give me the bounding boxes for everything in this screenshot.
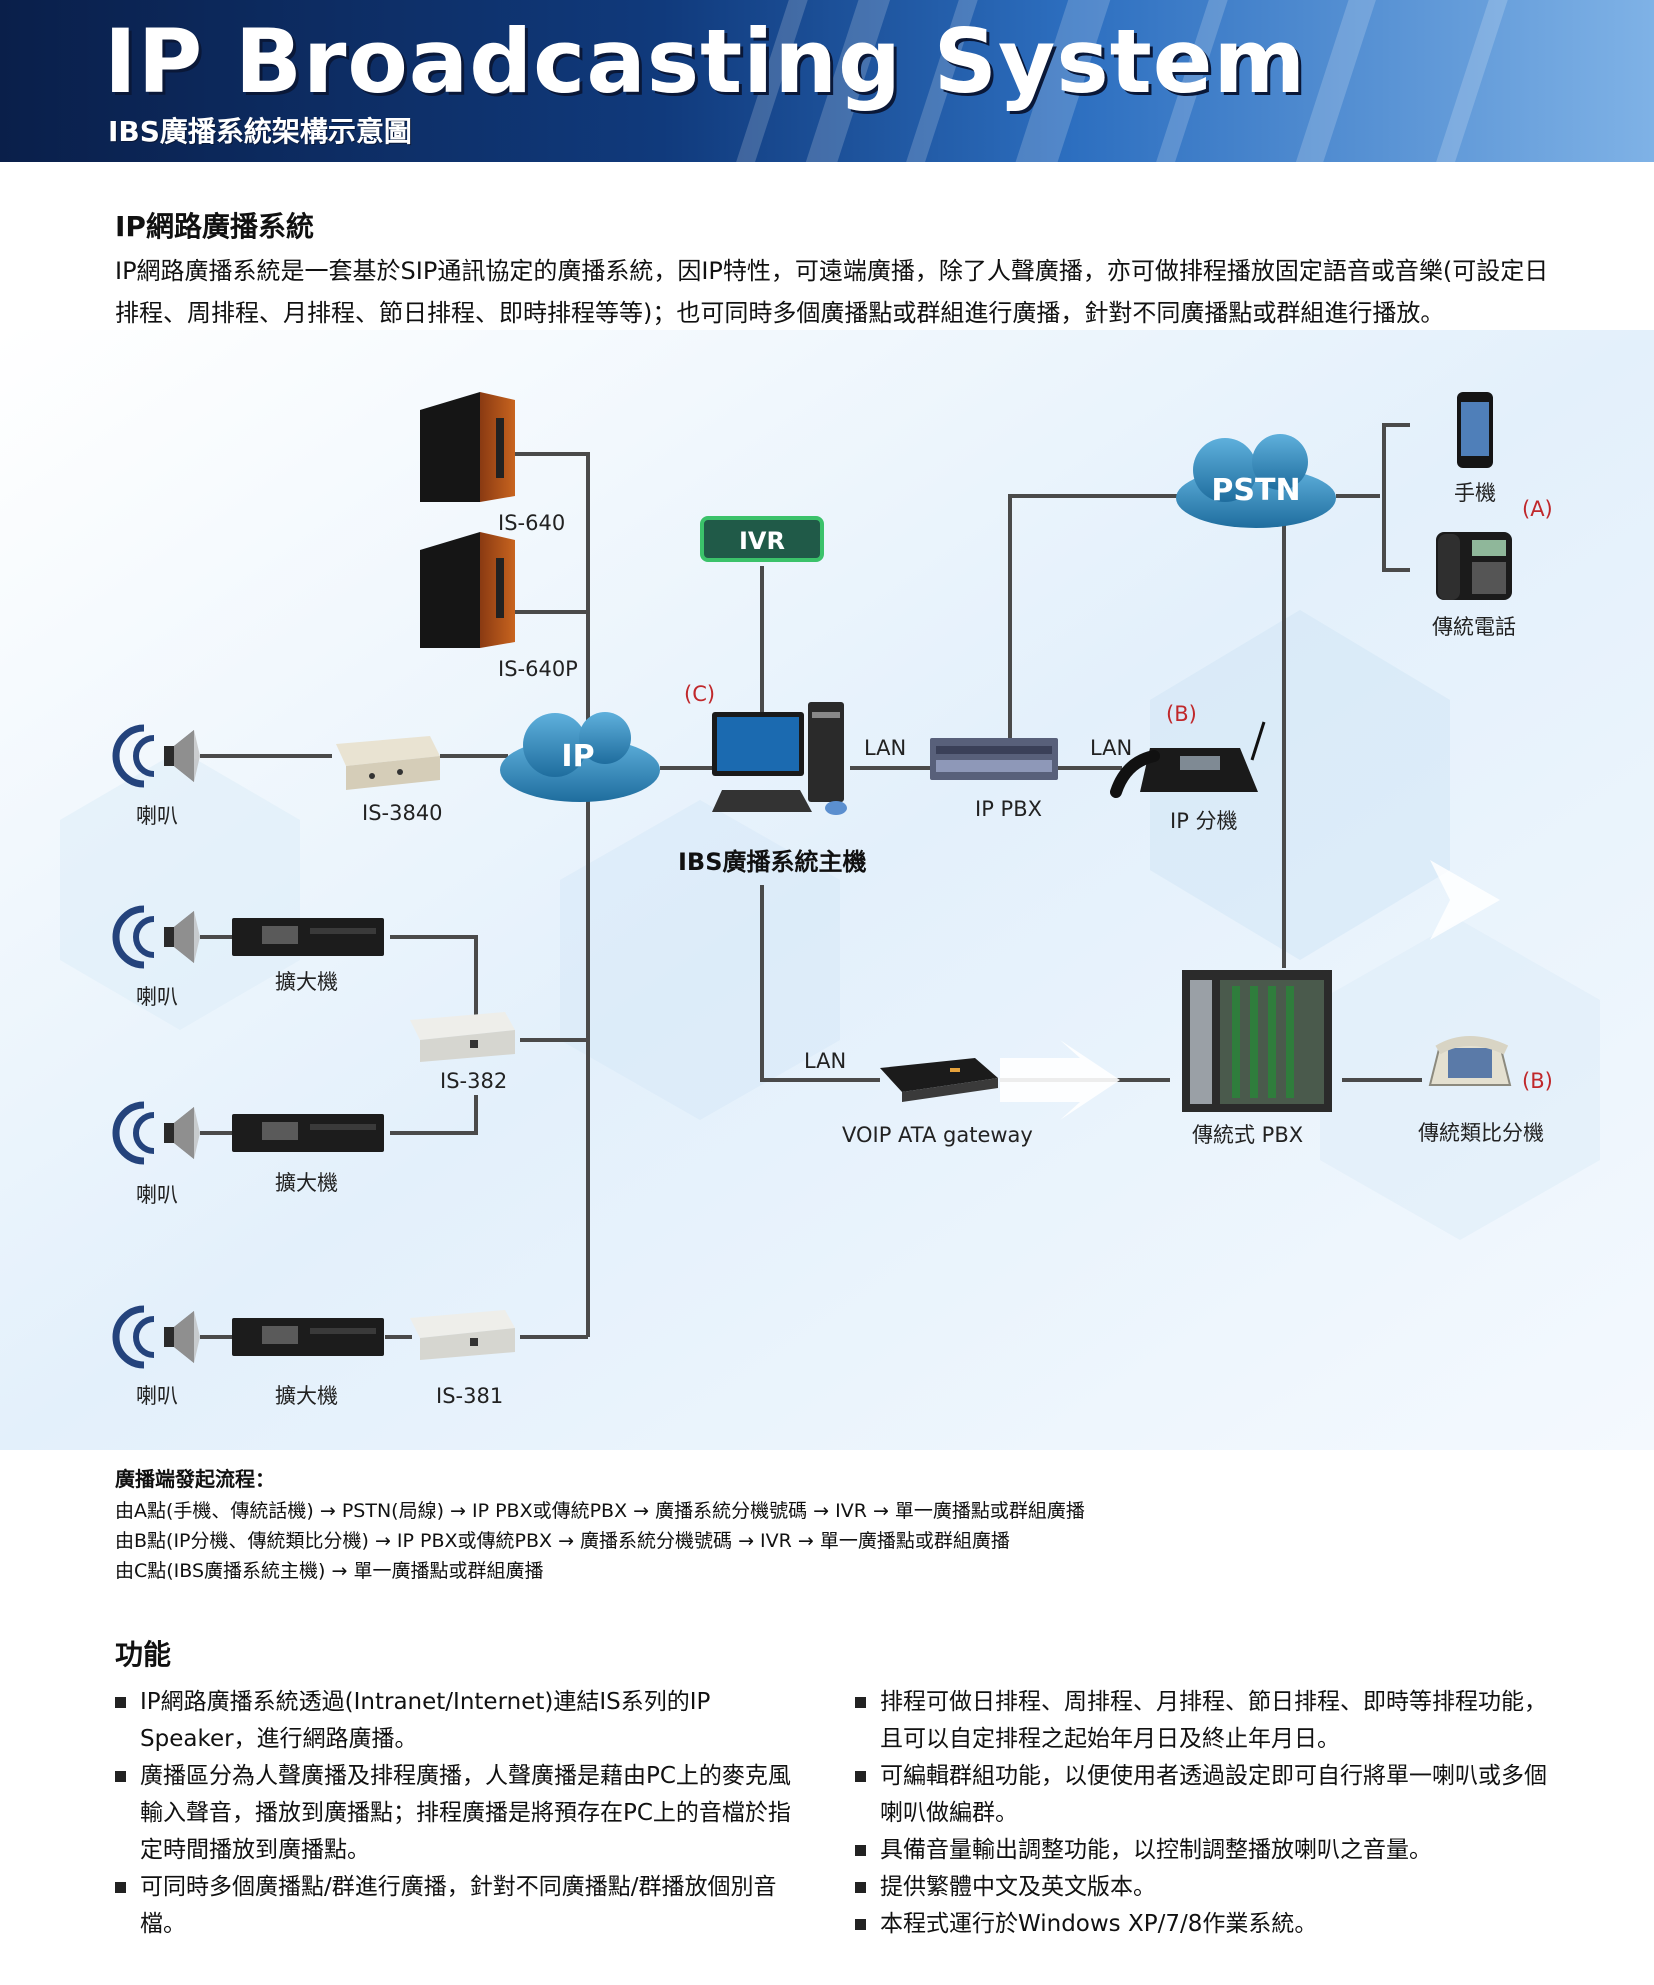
- feature-item: 廣播區分為人聲廣播及排程廣播，人聲廣播是藉由PC上的麥克風輸入聲音，播放到廣播點…: [115, 1758, 805, 1869]
- label-mobile: 手機: [1454, 481, 1496, 505]
- amplifier-icon: [232, 1114, 384, 1152]
- page-subtitle: IBS廣播系統架構示意圖: [108, 115, 412, 148]
- analog-phone-icon: [1428, 1036, 1512, 1086]
- is3840-device-icon: [336, 736, 440, 790]
- computer-icon: [712, 702, 847, 815]
- page-title: IP Broadcasting System: [104, 10, 1307, 113]
- pstn-cloud-icon: [1176, 434, 1336, 528]
- arrow-icon: [1000, 1040, 1120, 1120]
- ip-cloud-icon: [500, 712, 660, 802]
- arrow-decoration: [1430, 860, 1500, 940]
- feature-item: 提供繁體中文及英文版本。: [855, 1869, 1555, 1906]
- voip-ata-icon: [880, 1058, 998, 1102]
- ivr-label: IVR: [739, 527, 785, 555]
- label-point-c: (C): [684, 682, 715, 706]
- label-speaker: 喇叭: [136, 985, 178, 1009]
- feature-item: 具備音量輸出調整功能，以控制調整播放喇叭之音量。: [855, 1832, 1555, 1869]
- flow-heading: 廣播端發起流程：: [115, 1467, 275, 1491]
- connection-lines: [200, 423, 1422, 1339]
- label-ip-pbx: IP PBX: [975, 797, 1042, 821]
- features-heading: 功能: [115, 1638, 172, 1671]
- label-ip-extension: IP 分機: [1170, 809, 1238, 833]
- label-analog-extension: 傳統類比分機: [1418, 1121, 1544, 1145]
- feature-item: 排程可做日排程、周排程、月排程、節日排程、即時等排程功能，且可以自定排程之起始年…: [855, 1684, 1555, 1758]
- hexagon-decoration: [1150, 610, 1450, 960]
- feature-item: 可同時多個廣播點/群進行廣播，針對不同廣播點/群播放個別音檔。: [115, 1869, 805, 1943]
- label-is381: IS-381: [436, 1384, 503, 1408]
- feature-item: IP網路廣播系統透過(Intranet/Internet)連結IS系列的IP S…: [115, 1684, 805, 1758]
- label-lan: LAN: [864, 736, 906, 760]
- feature-item: 本程式運行於Windows XP/7/8作業系統。: [855, 1906, 1555, 1943]
- label-ibs-host: IBS廣播系統主機: [678, 848, 867, 876]
- label-is382: IS-382: [440, 1069, 507, 1093]
- label-is640p: IS-640P: [498, 657, 578, 681]
- flow-list: 由A點(手機、傳統話機) → PSTN(局線) → IP PBX或傳統PBX →…: [115, 1496, 1085, 1586]
- label-speaker: 喇叭: [136, 804, 178, 828]
- ip-pbx-icon: [930, 738, 1058, 780]
- label-amplifier: 擴大機: [275, 1384, 338, 1408]
- label-is640: IS-640: [498, 511, 565, 535]
- is381-device-icon: [410, 1310, 515, 1360]
- label-lan: LAN: [804, 1049, 846, 1073]
- flow-line: 由C點(IBS廣播系統主機) → 單一廣播點或群組廣播: [115, 1560, 544, 1582]
- intro-paragraph: IP網路廣播系統是一套基於SIP通訊協定的廣播系統，因IP特性，可遠端廣播，除了…: [115, 257, 1549, 327]
- pstn-cloud-label: PSTN: [1211, 473, 1300, 508]
- loudspeaker-icon: [112, 1305, 200, 1369]
- mobile-phone-icon: [1457, 392, 1493, 468]
- features-left-column: IP網路廣播系統透過(Intranet/Internet)連結IS系列的IP S…: [115, 1684, 805, 1943]
- banner-decoration: [1420, 0, 1518, 162]
- label-speaker: 喇叭: [136, 1384, 178, 1408]
- ivr-box: [700, 516, 824, 562]
- label-is3840: IS-3840: [362, 801, 443, 825]
- loudspeaker-icon: [112, 724, 200, 788]
- label-amplifier: 擴大機: [275, 1171, 338, 1195]
- label-speaker: 喇叭: [136, 1183, 178, 1207]
- label-landline: 傳統電話: [1432, 615, 1516, 639]
- intro-heading: IP網路廣播系統: [115, 210, 314, 243]
- label-voip-ata: VOIP ATA gateway: [842, 1123, 1033, 1147]
- is640-speaker-icon: [420, 392, 515, 502]
- amplifier-icon: [232, 1318, 384, 1356]
- traditional-pbx-icon: [1182, 970, 1332, 1112]
- label-amplifier: 擴大機: [275, 970, 338, 994]
- label-point-a: (A): [1522, 497, 1553, 521]
- is640p-speaker-icon: [420, 532, 515, 648]
- hexagon-decoration: [560, 800, 840, 1120]
- ip-cloud-label: IP: [561, 739, 594, 774]
- architecture-diagram: IVR IP PSTN: [0, 330, 1654, 1450]
- amplifier-icon: [232, 918, 384, 956]
- label-point-b: (B): [1166, 702, 1197, 726]
- loudspeaker-icon: [112, 905, 200, 969]
- features-right-column: 排程可做日排程、周排程、月排程、節日排程、即時等排程功能，且可以自定排程之起始年…: [855, 1684, 1555, 1943]
- label-point-b: (B): [1522, 1069, 1553, 1093]
- feature-item: 可編輯群組功能，以便使用者透過設定即可自行將單一喇叭或多個喇叭做編群。: [855, 1758, 1555, 1832]
- header-banner: IP Broadcasting System IBS廣播系統架構示意圖: [0, 0, 1654, 162]
- flow-line: 由A點(手機、傳統話機) → PSTN(局線) → IP PBX或傳統PBX →…: [115, 1500, 1085, 1522]
- is382-device-icon: [410, 1012, 515, 1062]
- loudspeaker-icon: [112, 1101, 200, 1165]
- ip-phone-icon: [1110, 721, 1266, 798]
- label-traditional-pbx: 傳統式 PBX: [1192, 1123, 1303, 1147]
- landline-phone-icon: [1436, 532, 1512, 600]
- label-lan: LAN: [1090, 736, 1132, 760]
- flow-line: 由B點(IP分機、傳統類比分機) → IP PBX或傳統PBX → 廣播系統分機…: [115, 1530, 1010, 1552]
- hexagon-decoration: [60, 750, 300, 1030]
